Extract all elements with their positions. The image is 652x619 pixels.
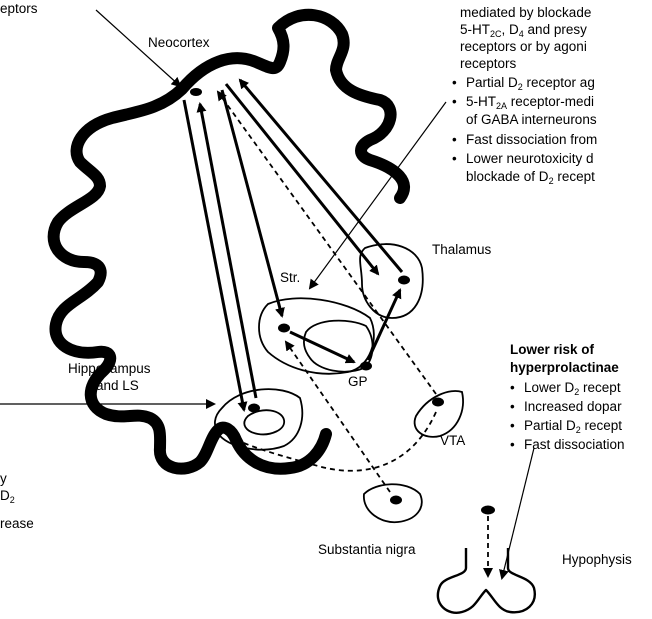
prolactin-bullet: Partial D2 recept — [524, 419, 622, 433]
right-text-line: receptors or by agoni — [460, 40, 587, 54]
bullet-line: blockade of D2 recept — [466, 170, 595, 184]
hippocampus-inner — [244, 410, 284, 434]
right-text-line: mediated by blockade — [460, 6, 591, 20]
bullet-line: Fast dissociation from — [466, 133, 597, 147]
hippocampus-cortex-arrow — [200, 104, 256, 398]
receptors-label: eptors — [0, 2, 38, 16]
thalamus-cortex-arrow — [240, 80, 402, 272]
substantia-nigra-label: Substantia nigra — [318, 543, 416, 557]
cortex-hippocampus-arrow — [184, 100, 244, 410]
cortex-thalamus-arrow — [226, 84, 378, 274]
prolactin-bullet: Fast dissociation — [524, 438, 625, 452]
striatum-label: Str. — [280, 271, 300, 285]
hippocampus-label: Hippocampus — [68, 362, 151, 376]
bullet-icon: • — [510, 419, 515, 433]
neocortex-label: Neocortex — [148, 36, 210, 50]
gp-label: GP — [348, 375, 368, 389]
left-fragment-1: y — [0, 472, 7, 486]
bullet-icon: • — [510, 438, 515, 452]
bullet-line: 5-HT2A receptor-medi — [466, 95, 594, 109]
hippocampus-nucleus — [248, 404, 260, 413]
hippocampus-region — [215, 389, 302, 450]
bullet-icon: • — [452, 152, 457, 166]
prolactin-heading: hyperprolactinae — [510, 361, 619, 375]
vta-nucleus — [432, 398, 444, 407]
prolactin-heading: Lower risk of — [510, 343, 594, 357]
striatum-gp-arrow — [290, 332, 354, 362]
hypophysis-shape — [438, 548, 535, 613]
prolactin-bullet: Increased dopar — [524, 400, 622, 414]
bullet-icon: • — [510, 381, 515, 395]
striatum-nucleus — [278, 324, 290, 333]
hypothalamic-nucleus — [481, 506, 495, 515]
striatum-region — [259, 298, 374, 373]
prolactin-bullet: Lower D2 recept — [524, 381, 621, 395]
thalamus-nucleus — [398, 276, 410, 285]
bullet-icon: • — [452, 133, 457, 147]
hypophysis-pointer — [502, 448, 534, 578]
bullet-icon: • — [510, 400, 515, 414]
bullet-line: of GABA interneurons — [466, 113, 597, 127]
thalamus-label: Thalamus — [432, 243, 491, 257]
substantia-nigra-nucleus — [390, 496, 402, 505]
left-fragment-3: rease — [0, 517, 34, 531]
vta-label: VTA — [440, 434, 465, 448]
neocortex-nucleus — [190, 88, 202, 96]
bullet-line: Lower neurotoxicity d — [466, 152, 594, 166]
right-text-line: receptors — [460, 57, 516, 71]
bullet-line: Partial D2 receptor ag — [466, 76, 595, 90]
left-fragment-2: D2 — [0, 489, 15, 503]
cortex-striatum-arrow — [222, 90, 282, 316]
hypophysis-label: Hypophysis — [562, 553, 632, 567]
bullet-icon: • — [452, 76, 457, 90]
right-text-line: 5-HT2C, D4 and presy — [460, 23, 587, 37]
bullet-icon: • — [452, 95, 457, 109]
ls-label: and LS — [96, 379, 139, 393]
gp-nucleus — [360, 362, 372, 371]
